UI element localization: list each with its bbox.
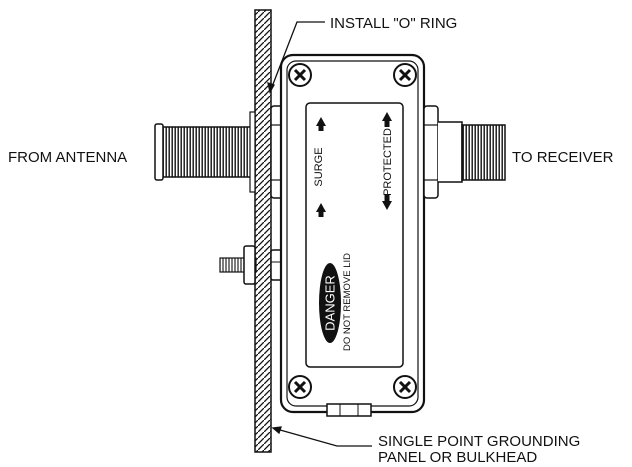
grounding-arrowhead: [271, 426, 282, 435]
to-receiver-label: TO RECEIVER: [512, 149, 614, 166]
arrow-up-icon: [382, 112, 392, 127]
danger-badge: [319, 263, 341, 343]
grounding-label-line2: PANEL OR BULKHEAD: [378, 449, 537, 466]
o-ring-leader: [269, 21, 325, 93]
o-ring-arrowhead: [267, 82, 275, 94]
from-antenna-label: FROM ANTENNA: [8, 149, 127, 166]
antenna-connector: [154, 123, 256, 181]
danger-label: DANGER: [323, 275, 338, 331]
screw-icon: [393, 63, 417, 87]
screw-icon: [393, 375, 417, 399]
do-not-remove-lid-label: DO NOT REMOVE LID: [342, 253, 353, 351]
grounding-label-line1: SINGLE POINT GROUNDING: [378, 433, 580, 450]
screw-icon: [288, 375, 312, 399]
surge-arrow-icons: [316, 117, 326, 217]
protected-label: PROTECTED: [382, 128, 394, 196]
screw-icon: [288, 63, 312, 87]
receiver-connector: [423, 105, 506, 199]
arrow-down-icon: [382, 195, 392, 210]
leader-lines: [267, 21, 372, 447]
install-o-ring-label: INSTALL "O" RING: [330, 15, 457, 32]
grounding-leader: [272, 427, 372, 447]
ground-stud: [219, 245, 284, 285]
corner-screw-icons: [288, 63, 417, 399]
grounding-panel: [254, 9, 272, 453]
arrow-up-icon: [316, 117, 326, 131]
surge-label: SURGE: [313, 147, 325, 186]
protected-arrow-icons: [382, 112, 392, 210]
arrow-up-icon: [316, 203, 326, 217]
